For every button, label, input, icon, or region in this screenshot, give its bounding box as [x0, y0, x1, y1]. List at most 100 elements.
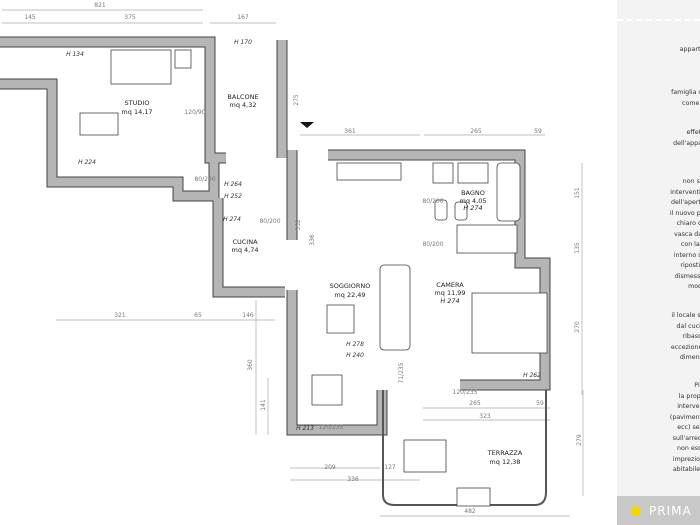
description-paragraph: famiglia che usa come cas [617, 88, 700, 109]
room-soggiorno-name: SOGGIORNO [329, 281, 371, 290]
dimension-label: 361 [344, 128, 356, 135]
room-cucina-area: mq 4,74 [231, 245, 259, 254]
dimension-label: 127 [384, 464, 396, 471]
dimension-label: 360 [247, 359, 254, 371]
room-balcone-area: mq 4,32 [229, 100, 257, 109]
description-paragraph: il locale studio è dal cucinotto ribassato… [617, 311, 700, 364]
wardrobe [456, 224, 518, 254]
description-line: dismesso; lo s [674, 272, 700, 280]
dimension-label: 275 [293, 94, 300, 106]
prima-button-label: PRIMA [649, 503, 692, 518]
coffee-table [326, 304, 355, 334]
door-size: 71/235 [398, 362, 405, 384]
height-label: H 170 [234, 39, 252, 46]
dimension-label: 270 [574, 321, 581, 333]
description-line: dimensioni [679, 354, 700, 361]
description-line: sull'arredo; l'ap [672, 434, 700, 442]
room-camera-area: mq 11,99 [434, 288, 466, 297]
dimension-label: 135 [574, 242, 581, 254]
dot-icon [631, 505, 641, 516]
door-size: 120/235 [452, 389, 478, 396]
door-size: 120/235 [318, 424, 344, 431]
terrace-table [403, 439, 447, 473]
door-size: 80/200 [259, 218, 281, 225]
prima-button[interactable]: PRIMA [617, 496, 700, 525]
bed [471, 292, 548, 354]
description-line: ribassato [682, 333, 700, 340]
dimension-label: 265 [469, 400, 481, 407]
kitchen-counter [336, 162, 402, 181]
description-line: dell'appartame [673, 139, 700, 147]
height-label: H 278 [346, 341, 364, 348]
description-line: ripostiglio; [680, 262, 700, 269]
dimension-label: 279 [576, 434, 583, 446]
height-label: H 224 [78, 159, 96, 166]
room-camera-height: H 274 [440, 296, 460, 305]
room-balcone-name: BALCONE [227, 92, 259, 101]
description-line: con la doc [680, 241, 700, 248]
door-size: 80/200 [422, 198, 444, 205]
description-line: il locale studio è [671, 312, 700, 319]
room-bagno-area: mq 4,05 [459, 196, 487, 205]
description-line: interno sarà ut [673, 251, 700, 259]
dimension-label: 146 [242, 312, 254, 319]
dimension-label: 321 [114, 312, 126, 319]
room-studio-name: STUDIO [124, 98, 150, 107]
description-line: la proprietà [678, 392, 700, 400]
description-line: come cas [682, 99, 700, 107]
description-line: non essendo [677, 445, 700, 452]
dimension-lines [2, 9, 584, 517]
dimension-label: 821 [94, 2, 106, 9]
bidet [454, 201, 468, 221]
height-label: H 274 [223, 216, 241, 223]
description-line: dal cucinotto [676, 322, 700, 330]
description-line: mode [688, 283, 700, 290]
room-terrazza-name: TERRAZZA [487, 448, 523, 457]
dimension-label: 336 [347, 476, 359, 483]
description-line: il nuovo pavimen [669, 209, 700, 217]
room-bagno-name: BAGNO [461, 188, 485, 197]
height-label: H 264 [224, 181, 242, 188]
toilet [434, 199, 448, 221]
terrace-bench [456, 487, 491, 507]
description-line: ecc) senza p [677, 424, 700, 431]
description-line: interventi murari [670, 188, 700, 196]
sofa [379, 264, 411, 351]
height-label: H 213 [296, 425, 314, 432]
dimension-label: 151 [574, 187, 581, 199]
room-cucina-name: CUCINA [232, 237, 258, 246]
room-bagno-height: H 274 [463, 203, 483, 212]
walls [0, 37, 550, 435]
description-panel: appartame famiglia che usa come cas effet… [617, 0, 700, 525]
height-label: H 252 [224, 193, 242, 200]
desk [79, 112, 119, 136]
description-line: (pavimenti, infiss [669, 413, 700, 421]
bathtub [496, 162, 521, 222]
description-line: non si vo [682, 178, 700, 185]
door-size: 80/200 [194, 176, 216, 183]
dimension-label: 336 [309, 234, 316, 246]
description-line: Pi [694, 382, 700, 389]
description-paragraph: appartame [617, 45, 700, 56]
description-line: appartame [679, 46, 700, 53]
dimension-label: 323 [479, 413, 491, 420]
dimension-label: 332 [295, 219, 302, 231]
description-line: eccezione del so [670, 343, 700, 351]
dimension-label: 65 [194, 312, 202, 319]
dining-table [311, 374, 343, 406]
dimension-label: 265 [470, 128, 482, 135]
room-camera-name: CAMERA [436, 280, 464, 289]
dimension-label: 59 [536, 400, 544, 407]
dimension-label: 167 [237, 14, 249, 21]
description-line: vasca da bagn [674, 230, 700, 238]
furniture [79, 49, 548, 507]
dimension-label: 209 [324, 464, 336, 471]
height-label: H 240 [346, 352, 364, 359]
description-line: intervenire s [677, 403, 700, 410]
description-line: famiglia che usa [671, 89, 700, 96]
dimension-label: 145 [24, 14, 36, 21]
dimension-label: 482 [464, 508, 476, 515]
description-line: effettu [686, 129, 700, 136]
description-line: chiaro o gres [676, 220, 700, 227]
description-line: dell'apertura del [671, 199, 700, 206]
